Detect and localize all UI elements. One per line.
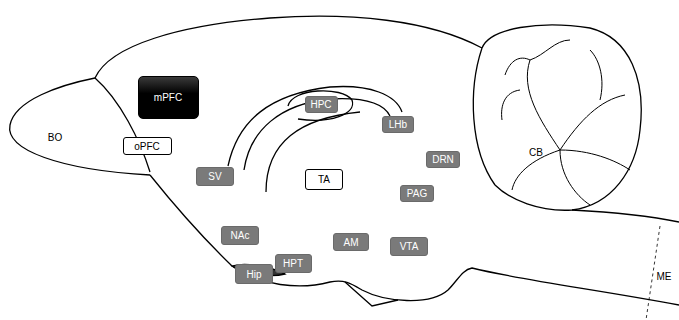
corpus-callosum-inner bbox=[244, 99, 390, 170]
ventral-outline bbox=[150, 175, 679, 305]
region-box: mPFC bbox=[138, 76, 199, 119]
region-box: NAc bbox=[221, 226, 259, 245]
region-box: PAG bbox=[400, 185, 434, 202]
region-label: oPFC bbox=[134, 141, 160, 152]
region-box: HPT bbox=[275, 254, 312, 273]
part-name: ME bbox=[657, 271, 672, 282]
hippocampus bbox=[288, 91, 353, 120]
brainstem-outline bbox=[572, 210, 679, 222]
cerebellum-folia bbox=[502, 40, 630, 205]
region-label: LHb bbox=[389, 119, 407, 130]
region-label: PAG bbox=[407, 188, 427, 199]
region-label: mPFC bbox=[154, 92, 182, 103]
cerebellum-outline bbox=[482, 25, 641, 210]
region-label: DRN bbox=[432, 154, 454, 165]
region-label: HPC bbox=[310, 99, 331, 110]
fornix bbox=[266, 112, 360, 192]
region-box: SV bbox=[196, 167, 234, 186]
region-label: SV bbox=[208, 171, 221, 182]
region-box: HPC bbox=[305, 96, 338, 113]
region-label: Hip bbox=[246, 269, 261, 280]
pituitary-outline bbox=[345, 282, 398, 306]
region-label: HPT bbox=[283, 258, 303, 269]
region-label: TA bbox=[318, 174, 330, 185]
region-box: Hip bbox=[235, 264, 273, 284]
cortex-outline bbox=[95, 16, 482, 78]
corpus-callosum bbox=[228, 87, 402, 166]
region-label: AM bbox=[344, 237, 359, 248]
region-box: AM bbox=[333, 233, 369, 251]
region-box: TA bbox=[305, 169, 343, 190]
olfactory-bulb-outline bbox=[10, 78, 150, 175]
region-box: DRN bbox=[426, 151, 460, 168]
region-box: LHb bbox=[382, 116, 414, 133]
midbrain-border bbox=[473, 48, 495, 185]
region-box: VTA bbox=[390, 237, 428, 256]
part-name: CB bbox=[529, 147, 543, 158]
region-box: oPFC bbox=[123, 137, 172, 155]
part-name: BO bbox=[48, 132, 62, 143]
region-label: VTA bbox=[400, 241, 419, 252]
region-label: NAc bbox=[231, 230, 250, 241]
